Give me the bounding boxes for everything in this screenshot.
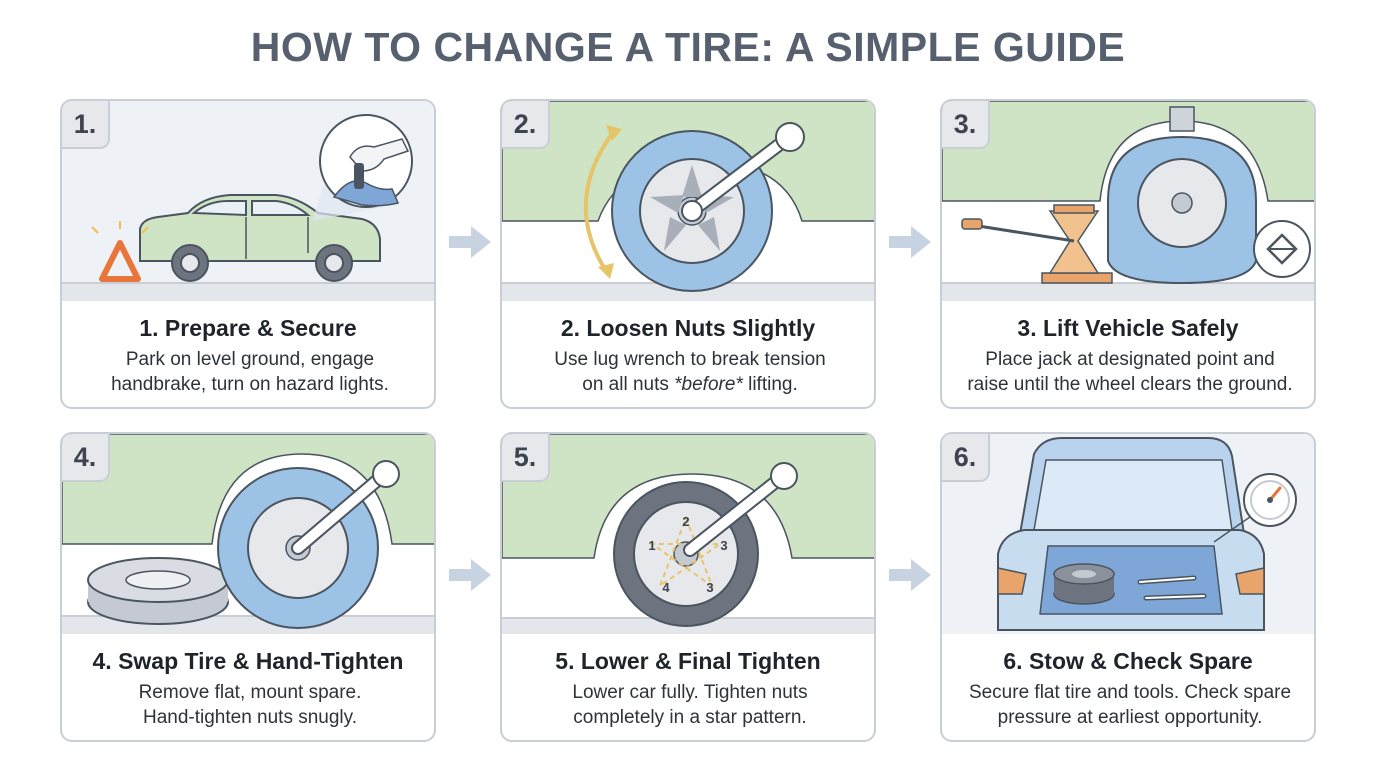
step-3-illustration bbox=[942, 101, 1314, 301]
pressure-gauge-icon bbox=[1213, 473, 1297, 543]
step-card-1: 1. 1. Prepare & Secure Park on level gro… bbox=[60, 99, 436, 409]
step-description-line: handbrake, turn on hazard lights. bbox=[111, 374, 389, 395]
step-5-illustration: 2 1 3 4 3 bbox=[502, 434, 874, 634]
step-description-line: Secure flat tire and tools. Check spare bbox=[968, 682, 1292, 703]
wheel-icon bbox=[1107, 106, 1257, 285]
step-description-line: Place jack at designated point and bbox=[985, 349, 1275, 370]
step-description-line: Hand-tighten nuts snugly. bbox=[142, 707, 358, 728]
step-title: 3. Lift Vehicle Safely bbox=[1017, 315, 1239, 341]
page-title: HOW TO CHANGE A TIRE: A SIMPLE GUIDE bbox=[250, 24, 1126, 70]
step-description-line: Remove flat, mount spare. bbox=[138, 682, 362, 703]
step-description: Lower car fully. Tighten nuts completely… bbox=[512, 680, 868, 730]
star-label: 3 bbox=[706, 580, 713, 595]
step-title: 5. Lower & Final Tighten bbox=[555, 648, 821, 674]
step-badge: 4. bbox=[62, 434, 110, 482]
star-label: 4 bbox=[662, 580, 670, 595]
tools-icon bbox=[1137, 575, 1207, 601]
step-card-5: 2 1 3 4 3 5. 5. Lower & Final Tighten Lo… bbox=[500, 432, 876, 742]
step-badge: 1. bbox=[62, 101, 110, 149]
star-pattern-icon: 2 1 3 4 3 bbox=[648, 514, 727, 595]
scissor-jack-icon bbox=[961, 204, 1113, 284]
jack-point-icon bbox=[1253, 220, 1311, 278]
tire-stack-icon bbox=[1053, 563, 1115, 605]
star-label: 3 bbox=[720, 538, 727, 553]
emphasis-before: *before* bbox=[674, 374, 743, 395]
step-description-line: completely in a star pattern. bbox=[573, 707, 807, 728]
step-card-4: 4. 4. Swap Tire & Hand-Tighten Remove fl… bbox=[60, 432, 436, 742]
step-description-line: Park on level ground, engage bbox=[125, 349, 375, 370]
step-title: 2. Loosen Nuts Slightly bbox=[560, 315, 816, 341]
step-card-3: 3. 3. Lift Vehicle Safely Place jack at … bbox=[940, 99, 1316, 409]
handbrake-hand-icon bbox=[312, 114, 413, 221]
step-description-line: on all nuts bbox=[582, 374, 675, 395]
step-description: Remove flat, mount spare. Hand-tighten n… bbox=[72, 680, 428, 730]
step-arrow-icon bbox=[889, 226, 931, 258]
step-description: Use lug wrench to break tension on all n… bbox=[512, 347, 868, 397]
step-4-illustration bbox=[62, 434, 434, 634]
trunk-icon bbox=[997, 437, 1265, 631]
step-description-line: lifting. bbox=[742, 374, 798, 395]
step-description: Park on level ground, engage handbrake, … bbox=[72, 347, 428, 397]
step-title: 1. Prepare & Secure bbox=[139, 315, 357, 341]
hazard-triangle-icon bbox=[91, 221, 149, 282]
step-badge: 6. bbox=[942, 434, 990, 482]
step-badge: 2. bbox=[502, 101, 550, 149]
step-badge: 3. bbox=[942, 101, 990, 149]
step-description: Secure flat tire and tools. Check spare … bbox=[952, 680, 1308, 730]
step-card-2: 2. 2. Loosen Nuts Slightly Use lug wrenc… bbox=[500, 99, 876, 409]
lug-wrench-icon bbox=[681, 122, 805, 222]
step-1-illustration bbox=[62, 101, 434, 301]
step-description-line: pressure at earliest opportunity. bbox=[997, 707, 1263, 728]
step-2-illustration bbox=[502, 101, 874, 301]
step-arrow-icon bbox=[449, 226, 491, 258]
step-card-6: 6. 6. Stow & Check Spare Secure flat tir… bbox=[940, 432, 1316, 742]
step-arrow-icon bbox=[449, 559, 491, 591]
lug-wrench-icon bbox=[291, 460, 400, 555]
step-6-illustration bbox=[942, 434, 1314, 634]
step-description: Place jack at designated point and raise… bbox=[952, 347, 1308, 397]
car-icon bbox=[139, 194, 381, 282]
rotation-arrow-icon bbox=[583, 125, 622, 279]
lug-wrench-icon bbox=[683, 462, 798, 557]
step-description-line: raise until the wheel clears the ground. bbox=[967, 374, 1293, 395]
star-label: 1 bbox=[648, 538, 655, 553]
step-arrow-icon bbox=[889, 559, 931, 591]
spare-tire-icon bbox=[87, 557, 229, 625]
star-label: 2 bbox=[682, 514, 689, 529]
step-title: 6. Stow & Check Spare bbox=[1003, 648, 1253, 674]
step-description-line: Lower car fully. Tighten nuts bbox=[572, 682, 808, 703]
step-description-line: Use lug wrench to break tension bbox=[554, 349, 826, 370]
step-badge: 5. bbox=[502, 434, 550, 482]
step-title: 4. Swap Tire & Hand-Tighten bbox=[92, 648, 404, 674]
